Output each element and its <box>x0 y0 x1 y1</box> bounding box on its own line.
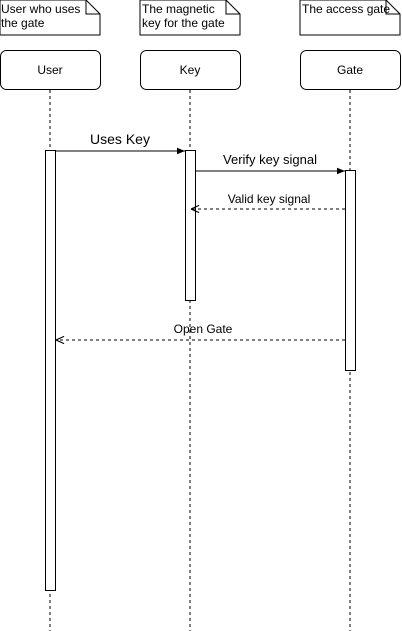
activation-user[interactable] <box>45 150 56 591</box>
message-verify-key-signal-label: Verify key signal <box>223 152 317 167</box>
note-key-line-1: The magnetic <box>142 2 215 16</box>
message-open-gate-label: Open Gate <box>174 322 233 336</box>
note-key-line-2: key for the gate <box>142 16 225 30</box>
participant-gate-label: Gate <box>337 63 363 77</box>
activation-key[interactable] <box>185 150 196 301</box>
message-valid-key-signal-label: Valid key signal <box>228 192 311 206</box>
note-user-line-1: User who uses <box>1 2 80 16</box>
participant-user[interactable]: User <box>0 50 101 90</box>
message-valid-key-signal[interactable]: Valid key signal <box>191 192 345 209</box>
activation-gate[interactable] <box>345 170 356 371</box>
note-key: The magnetic key for the gate <box>139 0 241 36</box>
note-gate-line-1: The access gate <box>302 2 390 16</box>
message-uses-key[interactable]: Uses Key <box>56 131 185 155</box>
participant-gate[interactable]: Gate <box>300 50 401 90</box>
message-uses-key-label: Uses Key <box>90 131 150 147</box>
message-open-gate[interactable]: Open Gate <box>56 322 345 340</box>
message-verify-key-signal[interactable]: Verify key signal <box>196 152 345 175</box>
note-user: User who uses the gate <box>0 0 101 36</box>
participant-key-label: Key <box>180 63 201 77</box>
note-gate: The access gate <box>299 0 401 36</box>
note-user-line-2: the gate <box>1 16 45 30</box>
participant-key[interactable]: Key <box>140 50 241 90</box>
participant-user-label: User <box>37 63 62 77</box>
